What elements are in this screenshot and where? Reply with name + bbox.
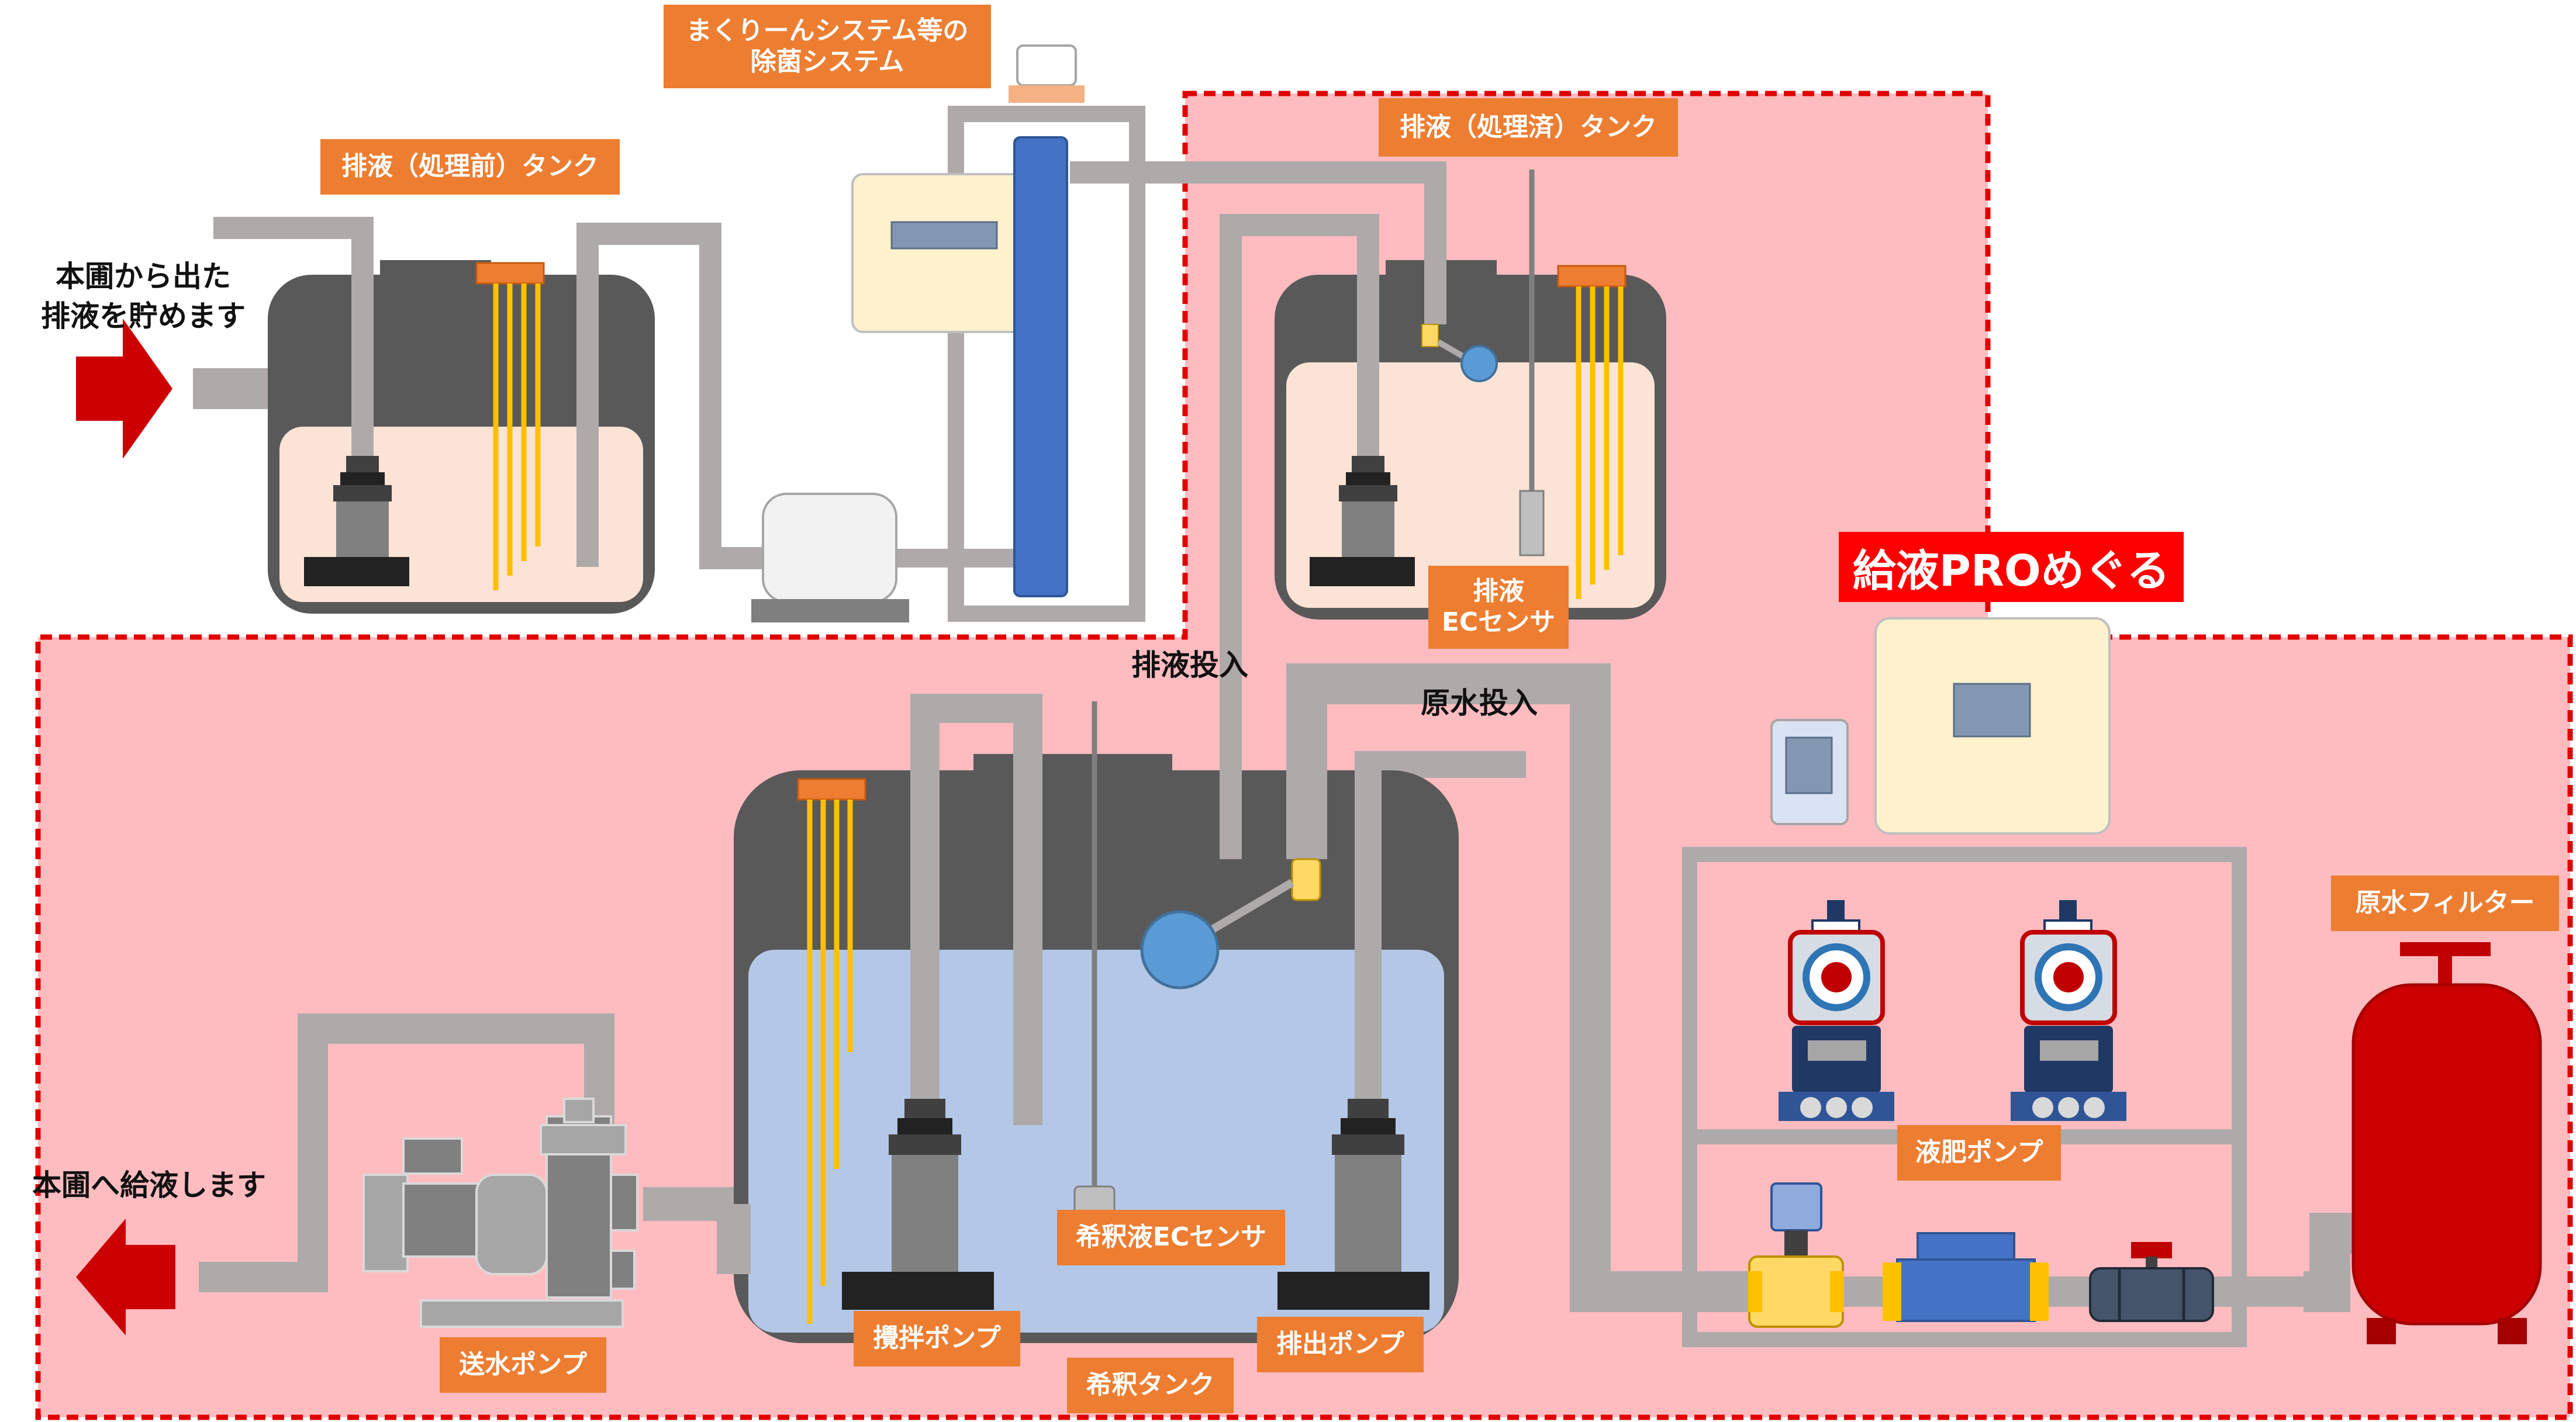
ec-sensor-drain-line2: ECセンサ xyxy=(1441,607,1556,637)
controller-unit xyxy=(1770,617,2111,835)
level-sensor-icon xyxy=(797,778,866,1324)
inflow-note-line1: 本圃から出た xyxy=(56,260,231,293)
dilution-ec-sensor-label: 希釈液ECセンサ xyxy=(1057,1210,1285,1265)
submersible-pump-icon xyxy=(1277,1099,1429,1310)
float-switch-icon xyxy=(1140,858,1321,989)
dosing-pump-icon xyxy=(1779,900,1894,1121)
inflow-note: 本圃から出た 排液を貯めます xyxy=(20,257,266,336)
arrow-left-icon xyxy=(76,1219,175,1335)
valve-icon xyxy=(2089,1242,2214,1322)
float-switch-icon xyxy=(1421,324,1498,382)
level-sensor-icon xyxy=(475,262,545,590)
treated-tank-label: 排液（処理済）タンク xyxy=(1379,98,1678,157)
submersible-pump-icon xyxy=(842,1099,994,1310)
inner-pipes xyxy=(351,172,1446,1274)
flow-meter-icon xyxy=(1883,1232,2049,1322)
submersible-pump-icon xyxy=(304,456,409,586)
drain-input-label: 排液投入 xyxy=(1131,648,1248,682)
valve-icon xyxy=(1748,1182,1844,1328)
arrow-right-icon xyxy=(76,319,172,459)
raw-tank-label: 排液（処理前）タンク xyxy=(320,139,620,195)
brand-name-label: 給液PROめぐる xyxy=(1839,532,2184,602)
discharge-pump-label: 排出ポンプ xyxy=(1257,1317,1424,1372)
sterilization-system-line2: 除菌システム xyxy=(750,46,904,77)
raw-water-filter-label: 原水フィルター xyxy=(2331,876,2559,931)
water-pump-icon xyxy=(362,1098,638,1328)
raw-water-input-label: 原水投入 xyxy=(1421,686,1538,720)
level-sensor-icon xyxy=(1557,265,1627,599)
ec-sensor-icon xyxy=(1519,169,1545,556)
inflow-note-line2: 排液を貯めます xyxy=(41,299,246,333)
dosing-pump-icon xyxy=(2011,900,2126,1121)
submersible-pump-icon xyxy=(1310,456,1415,586)
ec-sensor-drain-label: 排液 ECセンサ xyxy=(1428,566,1569,649)
dilution-tank-label: 希釈タンク xyxy=(1067,1358,1234,1413)
water-pump-label: 送水ポンプ xyxy=(440,1337,606,1393)
sterilization-unit xyxy=(851,44,1085,597)
sterilization-system-line1: まくりーんシステム等の xyxy=(686,15,969,46)
stirring-pump-label: 攪拌ポンプ xyxy=(854,1311,1020,1366)
outflow-note: 本圃へ給液します xyxy=(32,1168,266,1202)
raw-water-filter-icon xyxy=(2351,942,2542,1344)
booster-pump-icon xyxy=(751,493,909,622)
fertilizer-pump-label: 液肥ポンプ xyxy=(1897,1125,2061,1181)
ec-sensor-drain-line1: 排液 xyxy=(1473,576,1524,607)
sterilization-system-label: まくりーんシステム等の 除菌システム xyxy=(664,5,991,88)
